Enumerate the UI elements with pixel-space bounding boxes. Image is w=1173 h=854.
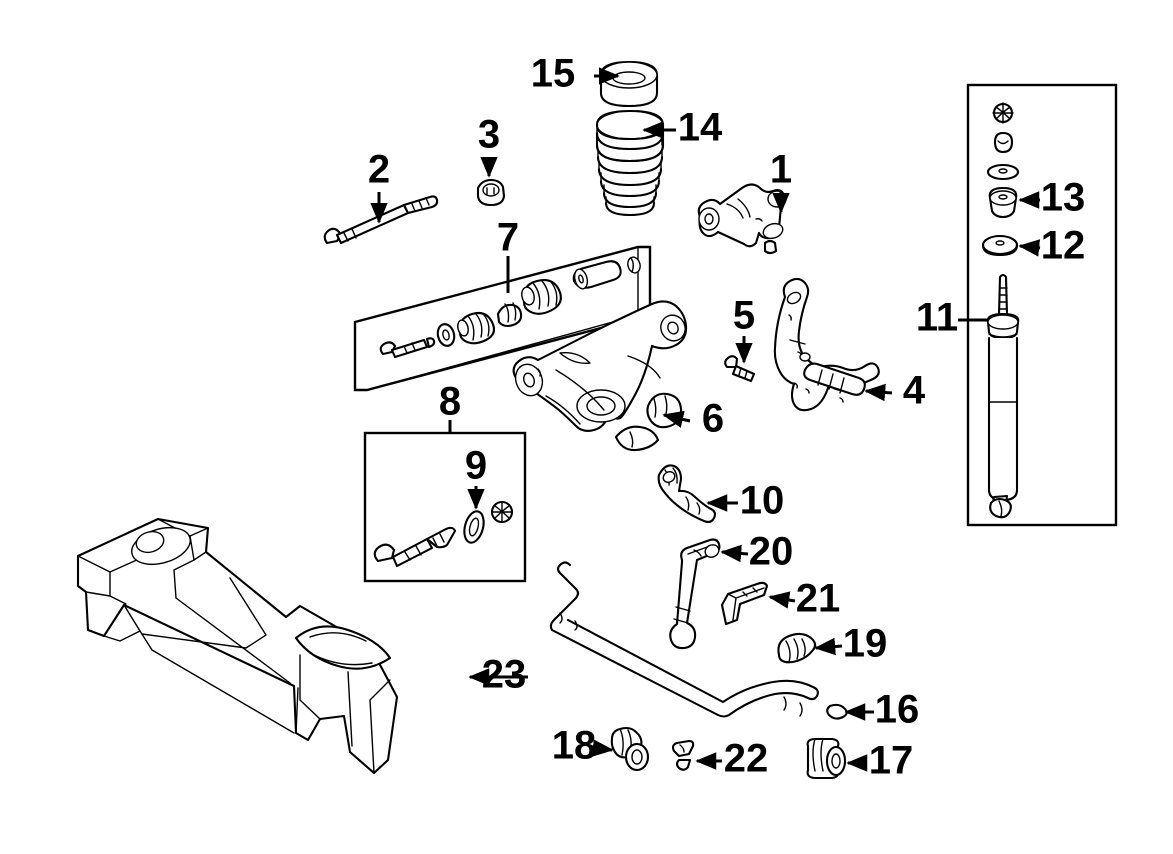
leader-18 bbox=[591, 739, 614, 757]
leader-6 bbox=[662, 410, 691, 428]
stabilizer-bar-part bbox=[549, 561, 848, 720]
callout-23[interactable]: 23 bbox=[482, 653, 527, 697]
retainer-clip-part bbox=[671, 739, 695, 771]
stabilizer-bar-bushing-part bbox=[806, 737, 847, 780]
leader-21 bbox=[768, 591, 796, 609]
hardware-kit-contents bbox=[373, 500, 514, 568]
callout-3[interactable]: 3 bbox=[478, 113, 500, 157]
callout-14[interactable]: 14 bbox=[678, 106, 723, 150]
callout-2[interactable]: 2 bbox=[368, 148, 390, 192]
lower-control-arm-part bbox=[512, 300, 688, 452]
callout-17[interactable]: 17 bbox=[869, 739, 914, 783]
coil-spring-part bbox=[595, 109, 665, 217]
leader-19 bbox=[814, 637, 843, 656]
callout-5[interactable]: 5 bbox=[733, 294, 755, 338]
steering-knuckle-part bbox=[773, 277, 880, 412]
callout-16[interactable]: 16 bbox=[875, 688, 920, 732]
callout-6[interactable]: 6 bbox=[702, 397, 724, 441]
callout-13[interactable]: 13 bbox=[1041, 176, 1086, 220]
callout-21[interactable]: 21 bbox=[796, 577, 841, 621]
callout-8[interactable]: 8 bbox=[439, 380, 461, 424]
leader-12 bbox=[1018, 239, 1041, 257]
callout-19[interactable]: 19 bbox=[843, 622, 888, 666]
ball-joint-part bbox=[657, 464, 717, 524]
leader-20 bbox=[720, 544, 749, 563]
stabilizer-link-bushing-part bbox=[610, 726, 650, 772]
callout-20[interactable]: 20 bbox=[749, 530, 794, 574]
callout-4[interactable]: 4 bbox=[903, 369, 926, 413]
strut-kit-contents bbox=[981, 102, 1020, 519]
stabilizer-bracket-part bbox=[720, 581, 769, 626]
leader-4 bbox=[864, 383, 893, 402]
spring-seat-insulator-part bbox=[599, 60, 659, 108]
nut-part bbox=[476, 178, 506, 207]
callout-11[interactable]: 11 bbox=[916, 296, 958, 340]
callout-12[interactable]: 12 bbox=[1041, 224, 1086, 268]
stabilizer-link-part bbox=[669, 538, 721, 650]
upper-control-arm-part bbox=[697, 183, 787, 255]
bracket-clamp-part bbox=[777, 632, 817, 664]
callout-7[interactable]: 7 bbox=[497, 216, 519, 260]
callout-18[interactable]: 18 bbox=[552, 724, 597, 768]
callout-22[interactable]: 22 bbox=[724, 737, 769, 781]
bushing-kit-contents bbox=[379, 256, 641, 359]
callout-leaders bbox=[370, 67, 1041, 772]
suspension-bolt-part bbox=[323, 195, 439, 245]
callout-1[interactable]: 1 bbox=[770, 148, 792, 192]
callout-labels: 2 3 1 15 14 7 5 6 4 8 9 10 11 12 13 23 2… bbox=[368, 52, 1085, 783]
callout-10[interactable]: 10 bbox=[740, 479, 785, 523]
callout-15[interactable]: 15 bbox=[531, 52, 576, 96]
callout-9[interactable]: 9 bbox=[465, 444, 487, 488]
front-crossmember-part bbox=[76, 517, 399, 775]
